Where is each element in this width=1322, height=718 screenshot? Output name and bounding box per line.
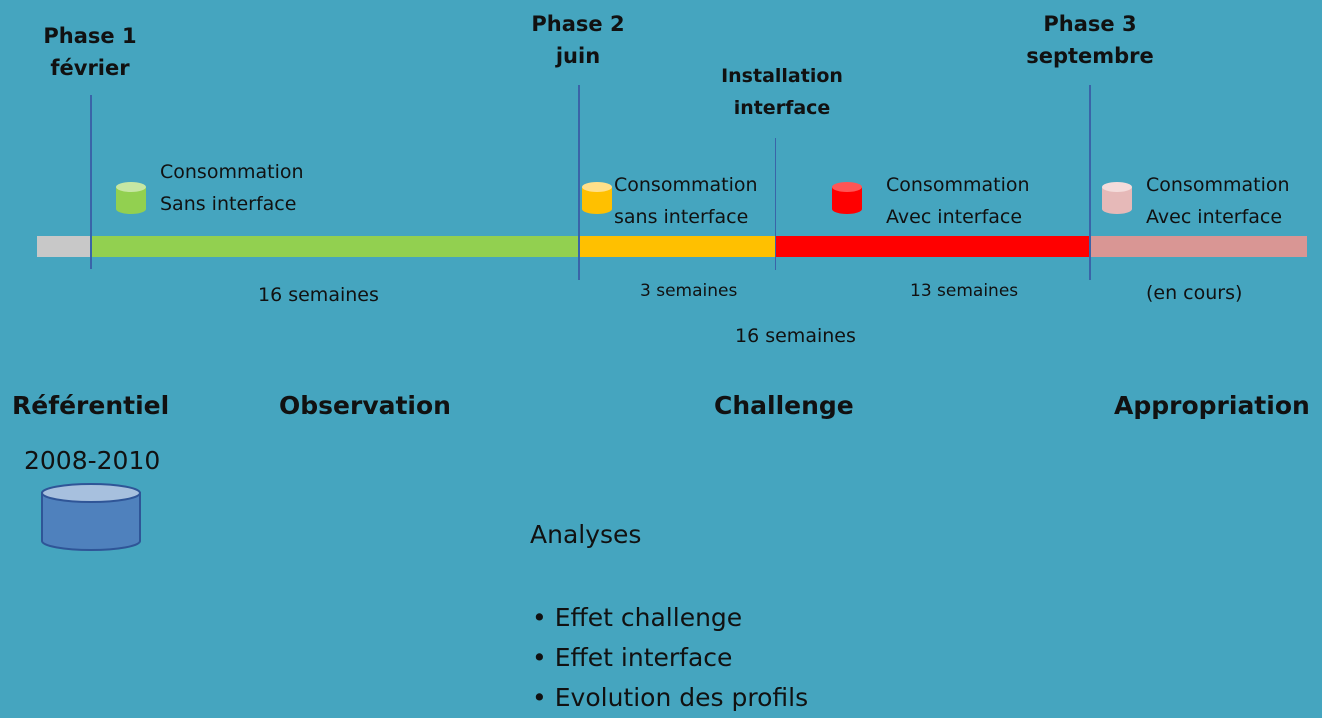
- challenge2-cylinder-icon: [832, 182, 862, 214]
- stage-appropriation: Appropriation: [1114, 391, 1310, 420]
- analyses-title: Analyses: [530, 520, 642, 549]
- phase-3-line: [1089, 85, 1091, 280]
- phase-1-month: février: [50, 56, 130, 80]
- observation-label: Consommation Sans interface: [160, 156, 304, 220]
- phase-1-header: Phase 1 février: [30, 20, 150, 84]
- stage-observation: Observation: [279, 391, 451, 420]
- challenge1-label-line2: sans interface: [614, 206, 749, 228]
- phase-2-month: juin: [555, 44, 601, 68]
- segment-observation: [90, 236, 579, 257]
- phase-2-title: Phase 2: [531, 12, 625, 36]
- challenge1-duration: 3 semaines: [640, 281, 738, 301]
- challenge2-label-line2: Avec interface: [886, 206, 1023, 228]
- segment-appropriation: [1090, 236, 1307, 257]
- challenge2-label: Consommation Avec interface: [886, 169, 1030, 233]
- segment-challenge-2: [776, 236, 1090, 257]
- analyses-item-evolution-profils: Evolution des profils: [532, 678, 808, 718]
- segment-challenge-1: [579, 236, 776, 257]
- phase-3-title: Phase 3: [1043, 12, 1137, 36]
- challenge2-label-line1: Consommation: [886, 174, 1030, 196]
- analyses-list: Effet challenge Effet interface Evolutio…: [532, 598, 808, 718]
- phase-1-title: Phase 1: [43, 24, 137, 48]
- challenge1-cylinder-icon: [582, 182, 612, 214]
- appropriation-cylinder-icon: [1102, 182, 1132, 214]
- challenge-total-duration: 16 semaines: [735, 325, 856, 347]
- phase-3-header: Phase 3 septembre: [1010, 8, 1170, 72]
- installation-header: Installation interface: [707, 60, 857, 124]
- appropriation-label: Consommation Avec interface: [1146, 169, 1290, 233]
- challenge1-label: Consommation sans interface: [614, 169, 758, 233]
- phase-2-line: [578, 85, 580, 280]
- observation-label-line1: Consommation: [160, 161, 304, 183]
- installation-line2: interface: [733, 97, 831, 119]
- appropriation-duration: (en cours): [1146, 282, 1243, 304]
- phase-1-line: [90, 95, 92, 269]
- analyses-item-effet-interface: Effet interface: [532, 638, 808, 678]
- observation-label-line2: Sans interface: [160, 193, 297, 215]
- phase-3-month: septembre: [1026, 44, 1154, 68]
- observation-duration: 16 semaines: [258, 284, 379, 306]
- stage-challenge: Challenge: [714, 391, 854, 420]
- referentiel-database-icon: [41, 483, 141, 551]
- stage-referentiel: Référentiel: [12, 391, 170, 420]
- phase-2-header: Phase 2 juin: [518, 8, 638, 72]
- appropriation-label-line2: Avec interface: [1146, 206, 1283, 228]
- segment-pre: [37, 236, 90, 257]
- analyses-item-effet-challenge: Effet challenge: [532, 598, 808, 638]
- appropriation-label-line1: Consommation: [1146, 174, 1290, 196]
- installation-line1: Installation: [721, 65, 843, 87]
- challenge2-duration: 13 semaines: [910, 281, 1019, 301]
- observation-cylinder-icon: [116, 182, 146, 214]
- installation-line: [775, 138, 776, 270]
- challenge1-label-line1: Consommation: [614, 174, 758, 196]
- referentiel-years: 2008-2010: [24, 446, 161, 475]
